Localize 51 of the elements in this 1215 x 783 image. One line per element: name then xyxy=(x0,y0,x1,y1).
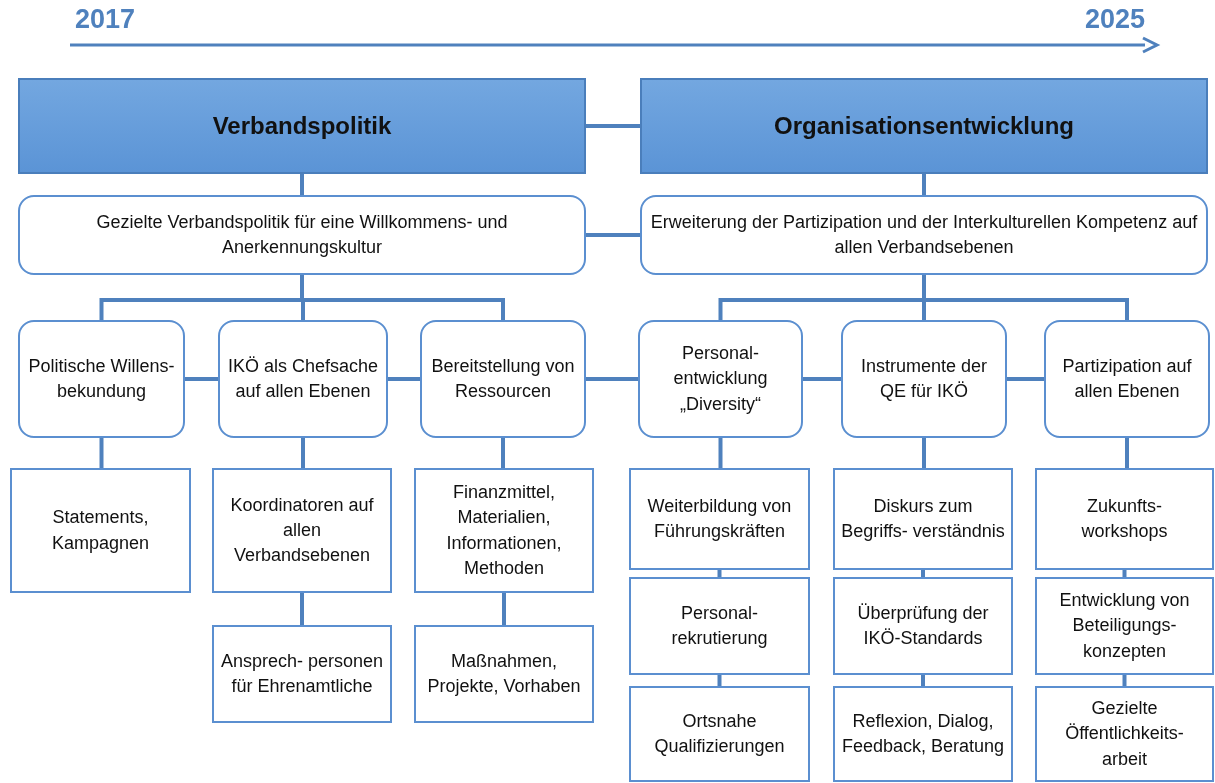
connector-line xyxy=(717,570,722,577)
rounded-box: IKÖ als Chefsache auf allen Ebenen xyxy=(218,320,388,438)
year-label: 2017 xyxy=(75,4,136,35)
rounded-box: Gezielte Verbandspolitik für eine Willkommens- und Anerkennungskultur xyxy=(18,195,586,275)
rounded-box: Bereitstellung von Ressourcen xyxy=(420,320,586,438)
connector-line xyxy=(921,675,925,686)
process-box: Überprüfung der IKÖ-Standards xyxy=(833,577,1013,675)
connector-line xyxy=(300,275,505,320)
process-box: Ansprech- personen für Ehrenamtliche xyxy=(212,625,392,723)
rounded-box: Instrumente der QE für IKÖ xyxy=(841,320,1007,438)
process-box: Personal- rekrutierung xyxy=(629,577,810,675)
rounded-box: Personal- entwicklung „Diversity“ xyxy=(638,320,803,438)
header-box: Organisationsentwicklung xyxy=(640,78,1208,174)
connector-line xyxy=(501,438,505,468)
connector-line xyxy=(1122,570,1127,577)
process-box: Finanzmittel, Materialien, Informationen, Methoden xyxy=(414,468,594,593)
rounded-box: Politische Willens- bekundung xyxy=(18,320,185,438)
connector-line xyxy=(586,233,640,237)
year-label: 2025 xyxy=(1085,4,1146,35)
connector-line xyxy=(185,377,218,381)
connector-line xyxy=(300,174,304,195)
rounded-box: Erweiterung der Partizipation und der Interkulturellen Kompetenz auf allen Verbandsebenen xyxy=(640,195,1208,275)
connector-line xyxy=(1122,675,1127,686)
connector-line xyxy=(1007,377,1044,381)
connector-line xyxy=(718,438,723,468)
connector-line xyxy=(301,438,305,468)
process-box: Maßnahmen, Projekte, Vorhaben xyxy=(414,625,594,723)
connector-line xyxy=(717,675,722,686)
process-box: Diskurs zum Begriffs- verständnis xyxy=(833,468,1013,570)
connector-line xyxy=(388,377,420,381)
process-box: Ortsnahe Qualifizierungen xyxy=(629,686,810,782)
process-box: Gezielte Öffentlichkeits- arbeit xyxy=(1035,686,1214,782)
connector-line xyxy=(922,174,926,195)
process-box: Weiterbildung von Führungskräften xyxy=(629,468,810,570)
connector-line xyxy=(300,593,304,625)
process-box: Statements, Kampagnen xyxy=(10,468,191,593)
process-box: Reflexion, Dialog, Feedback, Beratung xyxy=(833,686,1013,782)
connector-line xyxy=(586,377,638,381)
connector-line xyxy=(1125,438,1129,468)
process-box: Koordinatoren auf allen Verbandsebenen xyxy=(212,468,392,593)
connector-line xyxy=(502,593,506,625)
connector-line xyxy=(922,438,926,468)
process-box: Entwicklung von Beteiligungs- konzepten xyxy=(1035,577,1214,675)
process-box: Zukunfts- workshops xyxy=(1035,468,1214,570)
rounded-box: Partizipation auf allen Ebenen xyxy=(1044,320,1210,438)
connector-line xyxy=(586,124,640,128)
connector-line xyxy=(99,438,104,468)
connector-line xyxy=(803,377,841,381)
connector-line xyxy=(922,275,1129,320)
header-box: Verbandspolitik xyxy=(18,78,586,174)
connector-line xyxy=(921,570,925,577)
